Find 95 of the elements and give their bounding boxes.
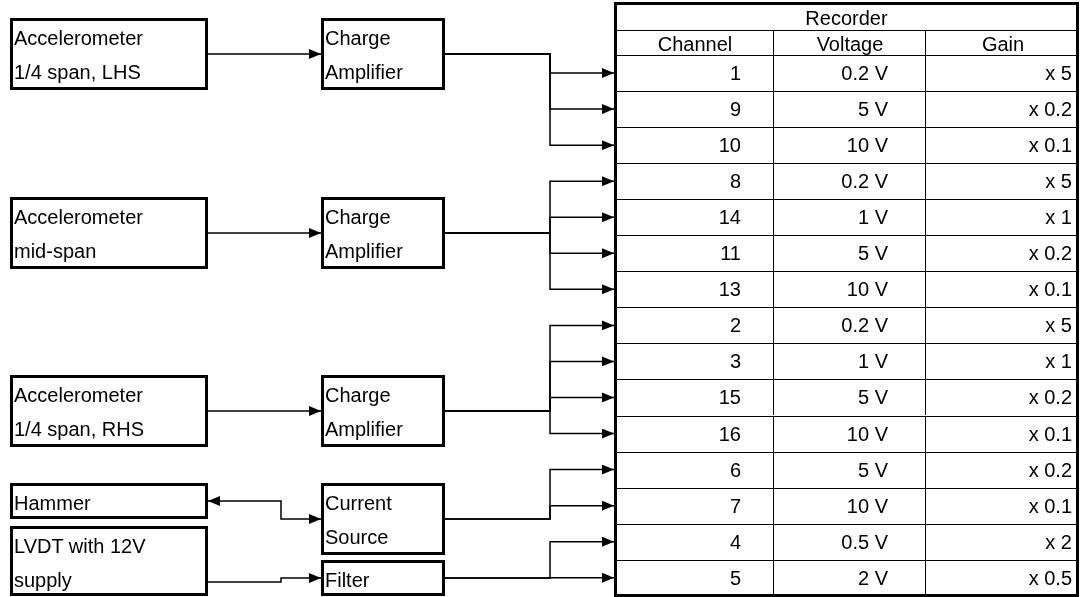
channel-number: 5 bbox=[729, 566, 741, 590]
table-row bbox=[617, 91, 1076, 128]
channel-number: 6 bbox=[729, 458, 741, 482]
voltage-value: 10 V bbox=[846, 278, 888, 302]
channel-number: 9 bbox=[729, 98, 741, 122]
table-row bbox=[617, 271, 1076, 308]
table-row bbox=[617, 199, 1076, 236]
column-header: Gain bbox=[925, 31, 1080, 58]
gain-value: x 0.2 bbox=[1028, 242, 1072, 266]
channel-number: 7 bbox=[729, 494, 741, 518]
arrow bbox=[444, 572, 615, 583]
voltage-value: 0.2 V bbox=[841, 314, 888, 338]
voltage-value: 5 V bbox=[857, 386, 888, 410]
arrow bbox=[207, 49, 322, 59]
voltage-value: 1 V bbox=[857, 206, 888, 230]
signal-conditioner-box bbox=[321, 18, 445, 90]
signal-conditioner-box bbox=[321, 483, 445, 555]
box-label: Charge Amplifier bbox=[324, 383, 404, 442]
channel-number: 1 bbox=[729, 62, 741, 85]
box-label: Filter bbox=[324, 568, 371, 593]
arrow bbox=[444, 53, 615, 151]
voltage-value: 0.5 V bbox=[841, 530, 888, 554]
gain-value: x 0.5 bbox=[1028, 566, 1072, 590]
voltage-value: 5 V bbox=[857, 458, 888, 482]
voltage-value: 10 V bbox=[846, 422, 888, 446]
box-label: Hammer bbox=[13, 491, 92, 516]
channel-number: 2 bbox=[729, 314, 741, 338]
gain-value: x 0.1 bbox=[1028, 134, 1072, 158]
recorder-table bbox=[614, 2, 1079, 597]
box-label: Charge Amplifier bbox=[324, 205, 404, 264]
box-label: Accelerometer 1/4 span, RHS bbox=[13, 383, 146, 442]
box-label: Charge Amplifier bbox=[324, 26, 404, 85]
gain-value: x 2 bbox=[1045, 530, 1072, 554]
table-row bbox=[617, 487, 1076, 524]
box-label: LVDT with 12V supply bbox=[13, 534, 147, 593]
table-title: Recorder bbox=[804, 6, 889, 31]
gain-value: x 0.2 bbox=[1028, 458, 1072, 482]
channel-number: 3 bbox=[729, 350, 741, 374]
voltage-value: 1 V bbox=[857, 350, 888, 374]
table-row bbox=[617, 451, 1076, 488]
column-header: Voltage bbox=[773, 31, 926, 58]
table-row bbox=[617, 307, 1076, 344]
voltage-value: 0.2 V bbox=[841, 170, 888, 194]
channel-number: 14 bbox=[718, 206, 741, 230]
gain-value: x 0.1 bbox=[1028, 494, 1072, 518]
gain-value: x 5 bbox=[1045, 170, 1072, 194]
sensor-box bbox=[10, 197, 208, 269]
arrow bbox=[207, 573, 322, 583]
sensor-box bbox=[10, 375, 208, 447]
signal-conditioner-box bbox=[321, 375, 445, 447]
signal-conditioner-box bbox=[321, 197, 445, 269]
arrow bbox=[444, 232, 615, 295]
gain-value: x 5 bbox=[1045, 62, 1072, 85]
sensor-box bbox=[10, 18, 208, 90]
table-row bbox=[617, 163, 1076, 200]
arrow bbox=[207, 228, 322, 238]
channel-number: 16 bbox=[718, 422, 741, 446]
voltage-value: 5 V bbox=[857, 98, 888, 122]
arrow bbox=[444, 410, 615, 439]
box-label: Current Source bbox=[324, 491, 393, 550]
box-label: Accelerometer 1/4 span, LHS bbox=[13, 26, 144, 85]
voltage-value: 0.2 V bbox=[841, 62, 888, 85]
signal-conditioner-box bbox=[321, 560, 445, 596]
voltage-value: 5 V bbox=[857, 242, 888, 266]
gain-value: x 0.1 bbox=[1028, 278, 1072, 302]
table-row bbox=[617, 343, 1076, 380]
table-row bbox=[617, 55, 1076, 92]
table-row bbox=[617, 379, 1076, 416]
gain-value: x 0.2 bbox=[1028, 98, 1072, 122]
sensor-box bbox=[10, 526, 208, 596]
table-row bbox=[617, 559, 1076, 596]
gain-value: x 5 bbox=[1045, 314, 1072, 338]
gain-value: x 0.2 bbox=[1028, 386, 1072, 410]
channel-number: 11 bbox=[720, 242, 741, 266]
column-header: Channel bbox=[656, 32, 734, 57]
gain-value: x 0.1 bbox=[1028, 422, 1072, 446]
table-row bbox=[617, 235, 1076, 272]
arrow bbox=[444, 500, 615, 520]
channel-number: 15 bbox=[718, 386, 741, 410]
sensor-box bbox=[10, 483, 208, 519]
channel-number: 4 bbox=[729, 530, 741, 554]
gain-value: x 1 bbox=[1045, 350, 1072, 374]
arrow bbox=[207, 406, 322, 416]
box-label: Accelerometer mid-span bbox=[13, 205, 144, 264]
table-row bbox=[617, 127, 1076, 164]
gain-value: x 1 bbox=[1045, 206, 1072, 230]
channel-number: 10 bbox=[718, 134, 741, 158]
voltage-value: 10 V bbox=[846, 494, 888, 518]
channel-number: 13 bbox=[718, 278, 741, 302]
channel-number: 8 bbox=[729, 170, 741, 194]
voltage-value: 2 V bbox=[857, 566, 888, 590]
table-row bbox=[617, 523, 1076, 560]
table-row bbox=[617, 415, 1076, 452]
voltage-value: 10 V bbox=[846, 134, 888, 158]
double-arrow bbox=[207, 496, 322, 524]
